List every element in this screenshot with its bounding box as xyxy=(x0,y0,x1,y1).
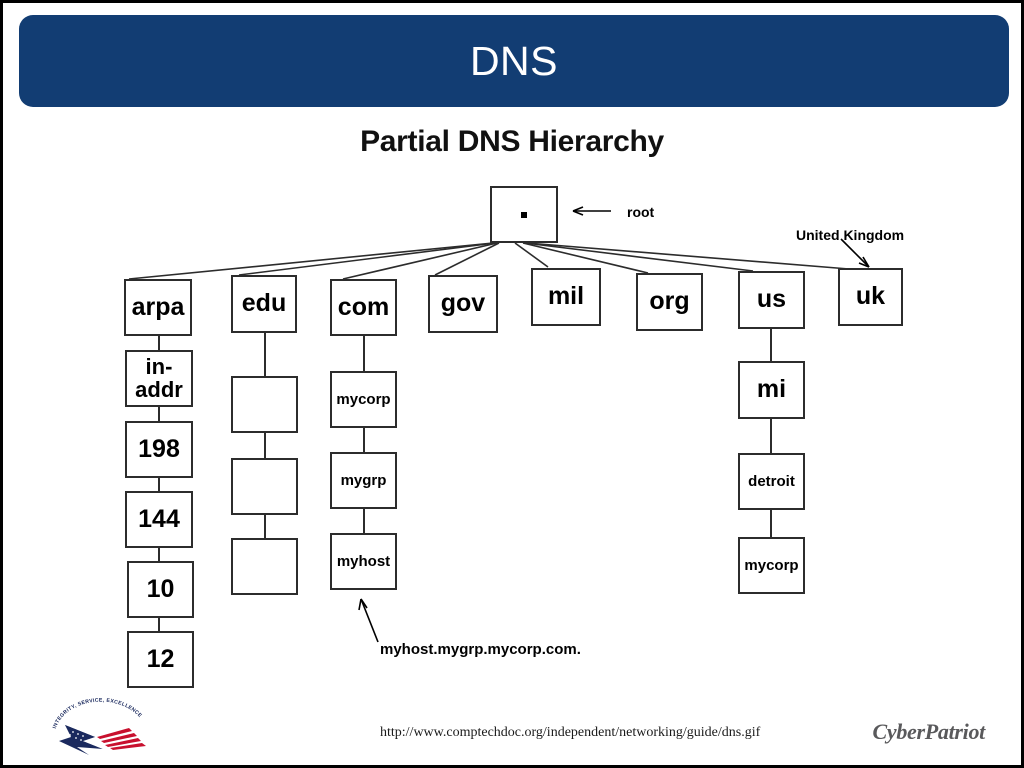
node-edu-child-2[interactable] xyxy=(231,458,298,515)
node-org[interactable]: org xyxy=(636,273,703,331)
annotation-united-kingdom: United Kingdom xyxy=(796,227,905,243)
connector-arpa-1 xyxy=(158,336,160,350)
fqdn-annotation-arrow xyxy=(358,598,379,643)
node-edu-child-1[interactable] xyxy=(231,376,298,433)
node-com[interactable]: com xyxy=(330,279,397,336)
connector-com-1 xyxy=(363,336,365,371)
root-annotation-arrow xyxy=(572,206,611,216)
node-detroit[interactable]: detroit xyxy=(738,453,805,510)
cyberpatriot-logo: CyberPatriot xyxy=(872,719,985,744)
connector-us-2 xyxy=(770,419,772,453)
connector-edu-3 xyxy=(264,515,266,538)
af-motto-text: INTEGRITY, SERVICE, EXCELLENCE xyxy=(52,698,143,730)
node-gov[interactable]: gov xyxy=(428,275,498,333)
node-root[interactable] xyxy=(490,186,558,243)
connector-arpa-2 xyxy=(158,407,160,421)
annotation-root: root xyxy=(627,204,655,220)
node-mygrp[interactable]: mygrp xyxy=(330,452,397,509)
connector-arpa-4 xyxy=(158,548,160,561)
connector-us-1 xyxy=(770,329,772,361)
root-dot-icon xyxy=(521,211,527,218)
node-myhost[interactable]: myhost xyxy=(330,533,397,590)
title-banner: DNS xyxy=(19,15,1009,107)
dns-hierarchy-diagram: Partial DNS Hierarchy xyxy=(3,107,1021,765)
connector-us-3 xyxy=(770,510,772,537)
node-144[interactable]: 144 xyxy=(125,491,193,548)
node-mycorp-com[interactable]: mycorp xyxy=(330,371,397,428)
connector-edu-1 xyxy=(264,333,266,376)
node-10[interactable]: 10 xyxy=(127,561,194,618)
svg-text:INTEGRITY, SERVICE, EXCELLENCE: INTEGRITY, SERVICE, EXCELLENCE xyxy=(52,698,143,730)
node-12[interactable]: 12 xyxy=(127,631,194,688)
diagram-title: Partial DNS Hierarchy xyxy=(360,125,664,158)
node-uk[interactable]: uk xyxy=(838,268,903,326)
node-arpa[interactable]: arpa xyxy=(124,279,192,336)
node-mycorp-us[interactable]: mycorp xyxy=(738,537,805,594)
node-us[interactable]: us xyxy=(738,271,805,329)
node-edu[interactable]: edu xyxy=(231,275,297,333)
node-mil[interactable]: mil xyxy=(531,268,601,326)
connector-edu-2 xyxy=(264,433,266,458)
node-mi[interactable]: mi xyxy=(738,361,805,419)
node-198[interactable]: 198 xyxy=(125,421,193,478)
annotation-fqdn: myhost.mygrp.mycorp.com. xyxy=(380,641,581,658)
source-url: http://www.comptechdoc.org/independent/n… xyxy=(380,725,761,740)
air-force-logo: INTEGRITY, SERVICE, EXCELLENCE xyxy=(52,698,149,755)
connector-com-3 xyxy=(363,509,365,533)
node-in-addr[interactable]: in-addr xyxy=(125,350,193,407)
uk-annotation-arrow xyxy=(840,238,870,268)
connector-arpa-3 xyxy=(158,478,160,491)
connector-com-2 xyxy=(363,428,365,452)
connector-arpa-5 xyxy=(158,618,160,631)
node-edu-child-3[interactable] xyxy=(231,538,298,595)
page-title: DNS xyxy=(469,37,559,84)
